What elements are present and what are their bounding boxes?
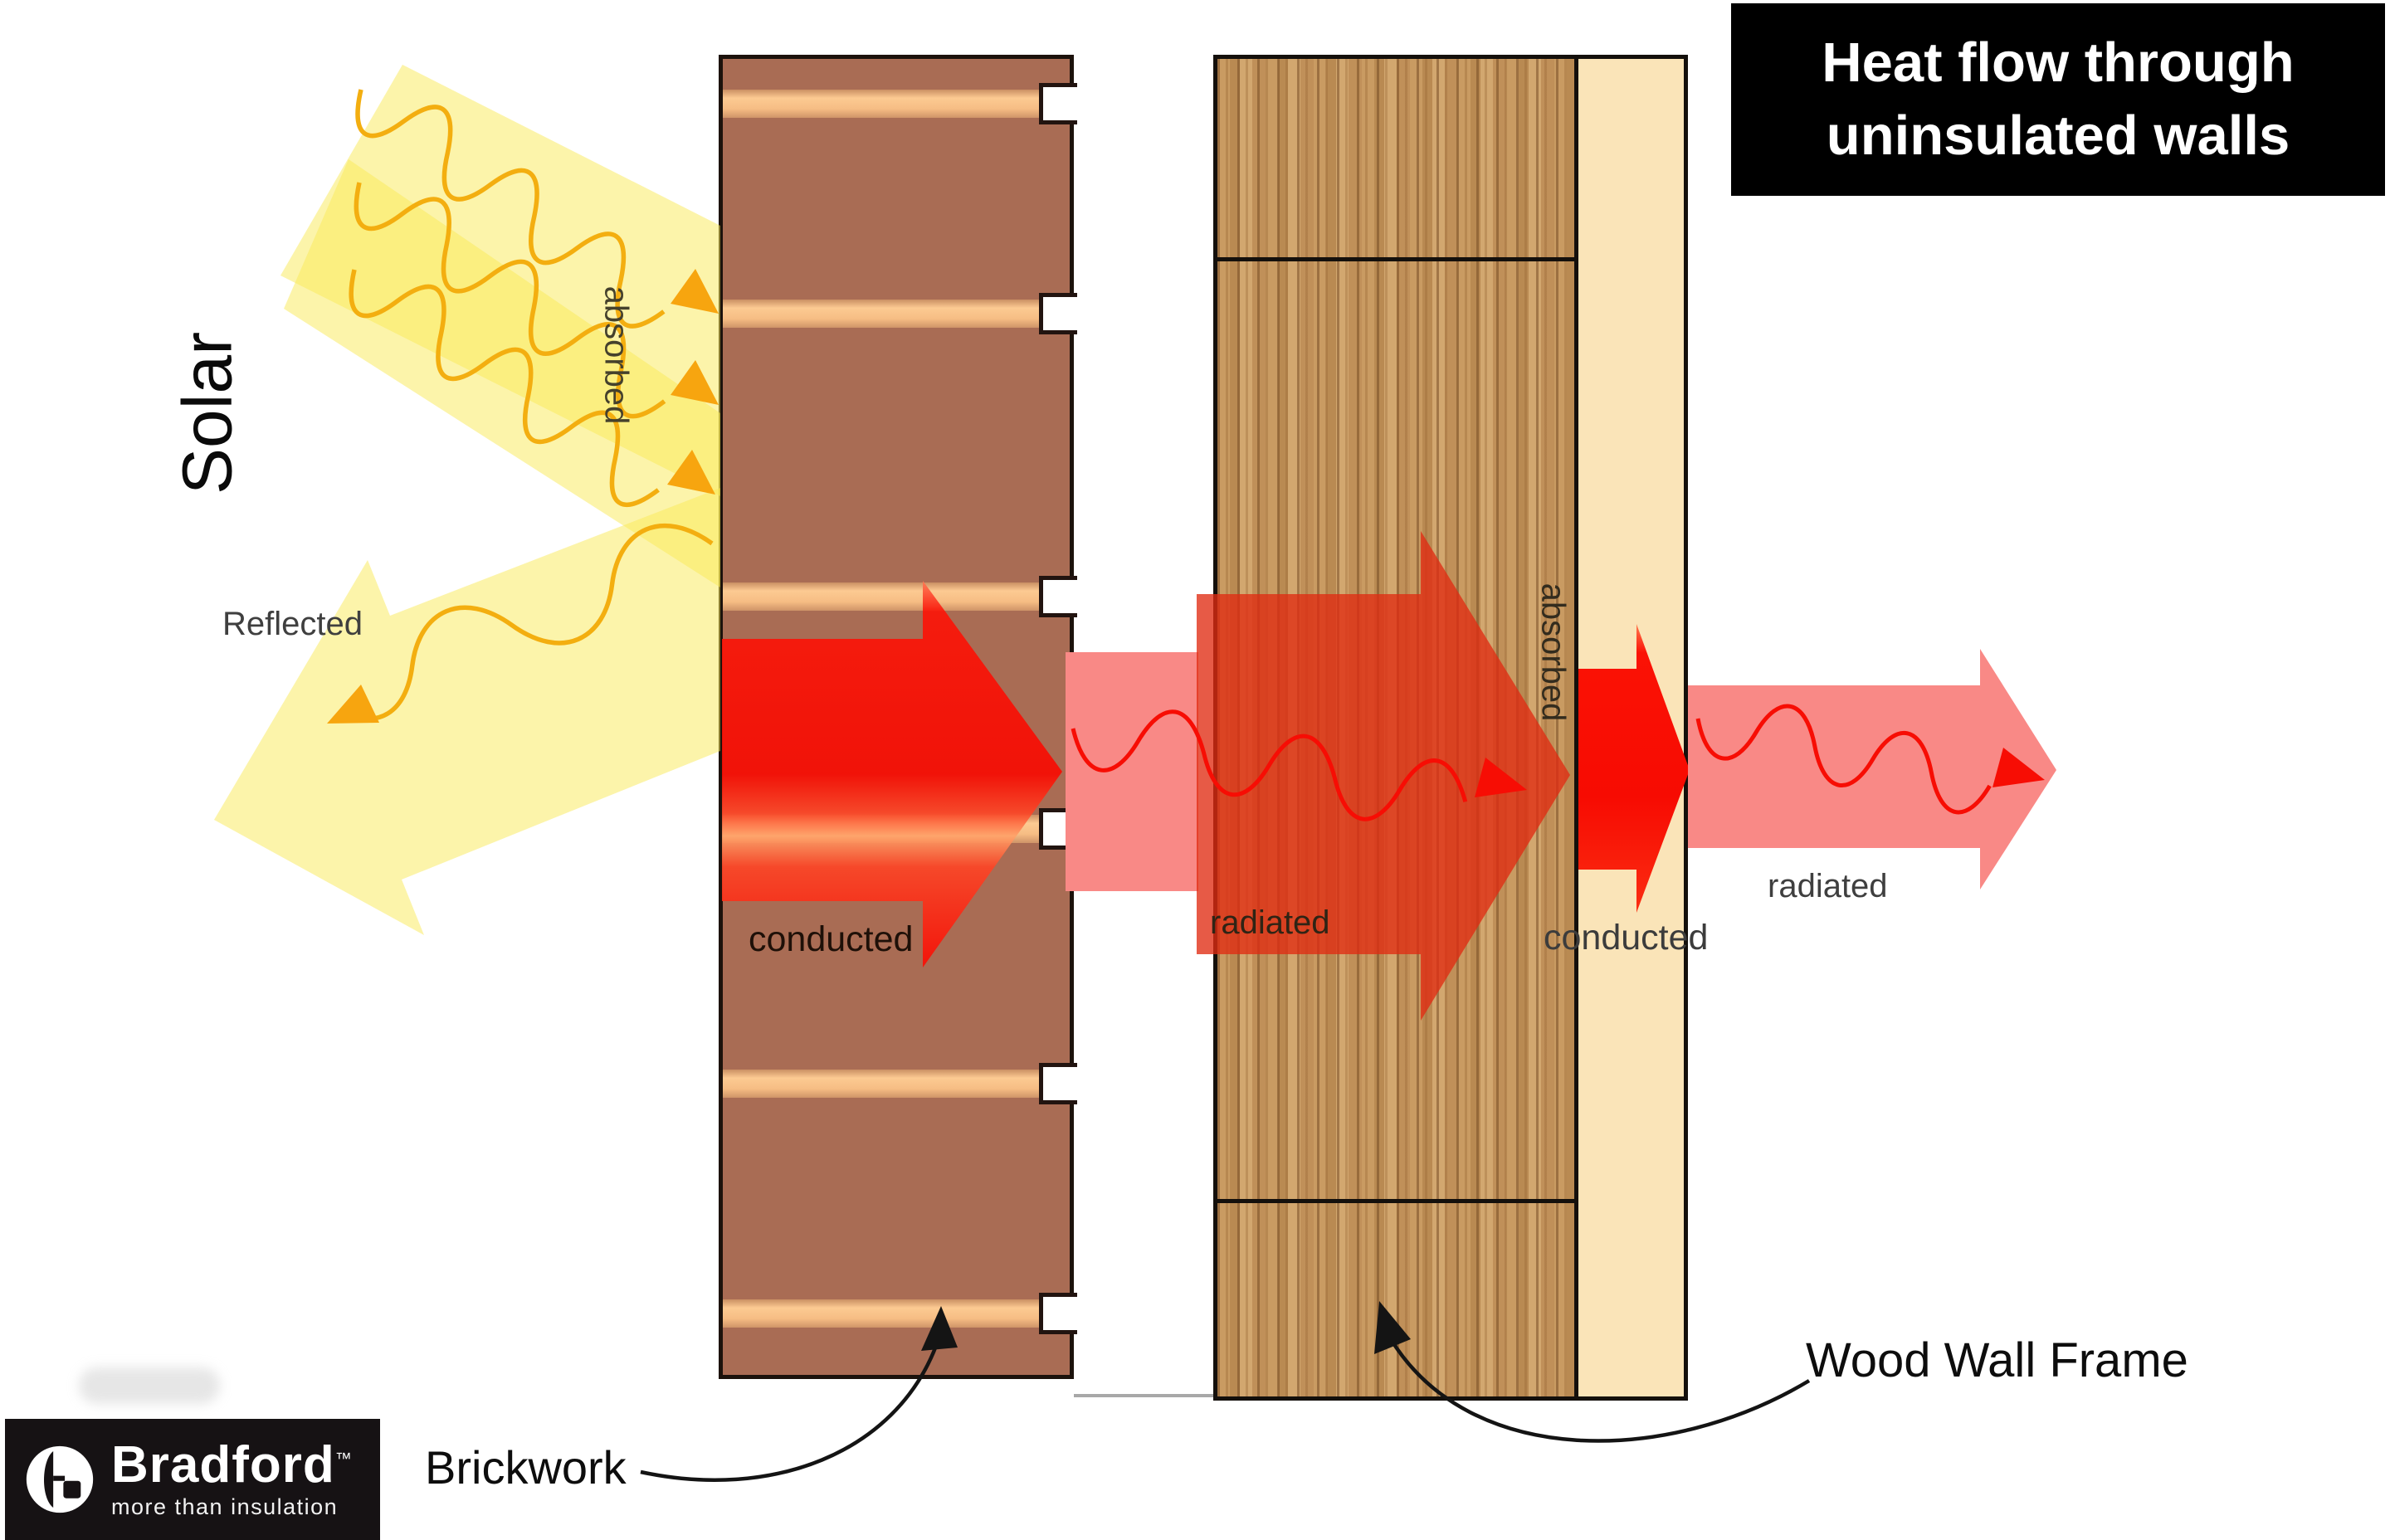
bradford-logo-icon	[26, 1445, 94, 1513]
label-reflected: Reflected	[222, 606, 363, 642]
brick-notch	[1039, 1293, 1077, 1334]
conducted-heat-arrow-brick	[722, 581, 1062, 967]
label-radiated-cavity: radiated	[1210, 904, 1330, 941]
absorbed-arrowhead-icon	[667, 450, 715, 495]
label-absorbed-frame: absorbed	[1534, 582, 1572, 722]
frame-leader-arrowhead-icon	[1374, 1301, 1411, 1354]
mortar-band	[723, 582, 1041, 611]
bottom-plate-line	[1217, 1199, 1574, 1203]
mortar-band	[723, 1299, 1041, 1328]
radiated-arrowhead-icon	[1475, 758, 1527, 797]
solar-arrowheads	[327, 269, 719, 724]
cavity-floor-line	[1074, 1394, 1213, 1397]
solar-wave-rays	[340, 89, 714, 721]
absorbed-arrowhead-icon	[671, 269, 719, 314]
mortar-band	[723, 1070, 1041, 1098]
brick-notch	[1039, 1063, 1077, 1104]
heat-wave-rays	[1071, 704, 1992, 821]
solar-wave	[354, 182, 666, 419]
title-line-1: Heat flow through	[1822, 31, 2295, 94]
solar-wave	[349, 269, 660, 507]
label-conducted-brick: conducted	[749, 919, 914, 959]
mortar-band	[723, 90, 1041, 118]
conducted-heat-arrow-lining	[1578, 624, 1690, 913]
top-plate-line	[1217, 257, 1574, 261]
brickwork-leader-line	[640, 1345, 939, 1482]
absorbed-heat-arrow-frame	[1197, 531, 1570, 1021]
leader-lines	[640, 1338, 1811, 1482]
diagram-title: Heat flow through uninsulated walls	[1731, 3, 2385, 196]
logo-tagline: more than insulation	[111, 1494, 339, 1519]
solar-wave	[355, 89, 666, 329]
logo-brand-word: Bradford	[111, 1435, 335, 1494]
reflected-wave	[340, 523, 714, 721]
radiated-wave-room	[1695, 704, 1992, 815]
frame-leader-line	[1389, 1338, 1811, 1443]
radiated-band-cavity	[1066, 652, 1198, 891]
brick-notch	[1039, 576, 1077, 617]
label-wood-wall-frame: Wood Wall Frame	[1806, 1333, 2188, 1387]
mortar-band	[723, 300, 1041, 328]
absorbed-arrowhead-icon	[671, 360, 719, 405]
heat-arrowheads	[1475, 748, 2045, 797]
brickwork-leader-arrowhead-icon	[921, 1306, 958, 1351]
label-solar: Solar	[168, 331, 246, 495]
radiated-wave-cavity	[1071, 709, 1468, 821]
title-line-2: uninsulated walls	[1826, 105, 2290, 167]
brick-notch	[1039, 293, 1077, 334]
logo-trademark: ™	[334, 1449, 353, 1468]
label-absorbed-outer: absorbed	[598, 285, 635, 425]
label-radiated-room: radiated	[1768, 868, 1888, 904]
reflected-beam-arrow	[214, 488, 720, 935]
brick-notch	[1039, 83, 1077, 124]
shadow-artifact	[79, 1367, 220, 1404]
radiated-arrowhead-icon	[1992, 748, 2045, 787]
label-conducted-lining: conducted	[1544, 918, 1709, 958]
leader-arrowheads	[921, 1301, 1411, 1354]
logo-brand-text: Bradford™	[111, 1439, 353, 1491]
reflected-arrowhead-icon	[327, 685, 379, 724]
bradford-logo: Bradford™ more than insulation	[5, 1419, 380, 1540]
label-brickwork: Brickwork	[425, 1441, 627, 1494]
